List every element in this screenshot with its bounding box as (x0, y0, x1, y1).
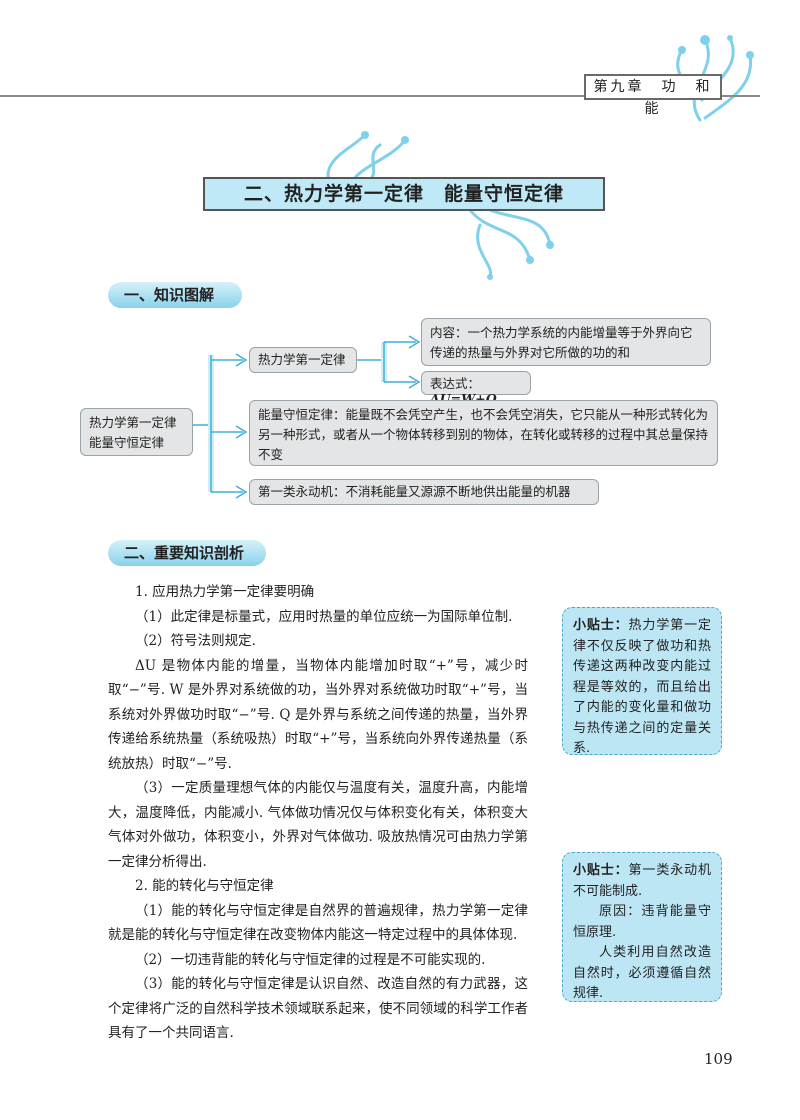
subheading-analysis: 二、重要知识剖析 (108, 540, 266, 566)
body-paragraph: 1. 应用热力学第一定律要明确 (135, 584, 315, 600)
section-title: 二、热力学第一定律 能量守恒定律 (203, 177, 605, 211)
diagram-root-line-2: 能量守恒定律 (89, 435, 165, 450)
tip-label: 小贴士： (573, 618, 629, 633)
tip-text: 第一类永动机不可能制成. (573, 863, 711, 899)
body-paragraph: （3）一定质量理想气体的内能仅与温度有关，温度升高，内能增大，温度降低，内能减小… (108, 780, 528, 870)
perpetual-motion-box: 第一类永动机：不消耗能量又源源不断地供出能量的机器 (249, 479, 599, 505)
tip-text: 热力学第一定律不仅反映了做功和热传递这两种改变内能过程是等效的，而且给出了内能的… (573, 618, 711, 756)
subheading-diagram: 一、知识图解 (108, 282, 242, 308)
first-law-box: 热力学第一定律 (249, 347, 357, 373)
body-paragraph: ΔU 是物体内能的增量，当物体内能增加时取“+”号，减少时取“−”号. W 是外… (108, 657, 528, 772)
swirl-ornament-right (468, 208, 554, 280)
body-paragraph: （1）此定律是标量式，应用时热量的单位应统一为国际单位制. (135, 608, 513, 625)
tip-box-2: 小贴士：第一类永动机不可能制成. 原因：违背能量守恒原理. 人类利用自然改造自然… (562, 852, 722, 1002)
conservation-box: 能量守恒定律：能量既不会凭空产生，也不会凭空消失，它只能从一种形式转化为另一种形… (249, 400, 718, 466)
diagram-root-line-1: 热力学第一定律 (89, 415, 177, 430)
analysis-body: 1. 应用热力学第一定律要明确 （1）此定律是标量式，应用时热量的单位应统一为国… (108, 580, 528, 1046)
body-paragraph: （1）能的转化与守恒定律是自然界的普遍规律，热力学第一定律就是能的转化与守恒定律… (108, 902, 528, 944)
body-paragraph: （2）一切违背能的转化与守恒定律的过程是不可能实现的. (135, 951, 486, 968)
page-number: 109 (704, 1050, 733, 1068)
content-box: 内容：一个热力学系统的内能增量等于外界向它传递的热量与外界对它所做的功的和 (421, 318, 711, 366)
body-paragraph: 2. 能的转化与守恒定律 (135, 878, 274, 894)
tip-text: 人类利用自然改造自然时，必须遵循自然规律. (573, 945, 711, 1001)
expression-label: 表达式： (430, 376, 481, 391)
chapter-label: 第九章 功 和 能 (584, 74, 727, 117)
diagram-connectors (193, 335, 421, 499)
tip-text: 原因：违背能量守恒原理. (573, 904, 711, 940)
expression-box: 表达式：ΔU=W+Q (421, 371, 531, 406)
tip-label: 小贴士： (573, 863, 629, 878)
body-paragraph: （3）能的转化与守恒定律是认识自然、改造自然的有力武器，这个定律将广泛的自然科学… (108, 976, 528, 1041)
body-paragraph: （2）符号法则规定. (135, 633, 256, 649)
tip-box-1: 小贴士：热力学第一定律不仅反映了做功和热传递这两种改变内能过程是等效的，而且给出… (562, 607, 722, 756)
header-rule (0, 95, 760, 97)
diagram-root-box: 热力学第一定律 能量守恒定律 (80, 408, 193, 456)
